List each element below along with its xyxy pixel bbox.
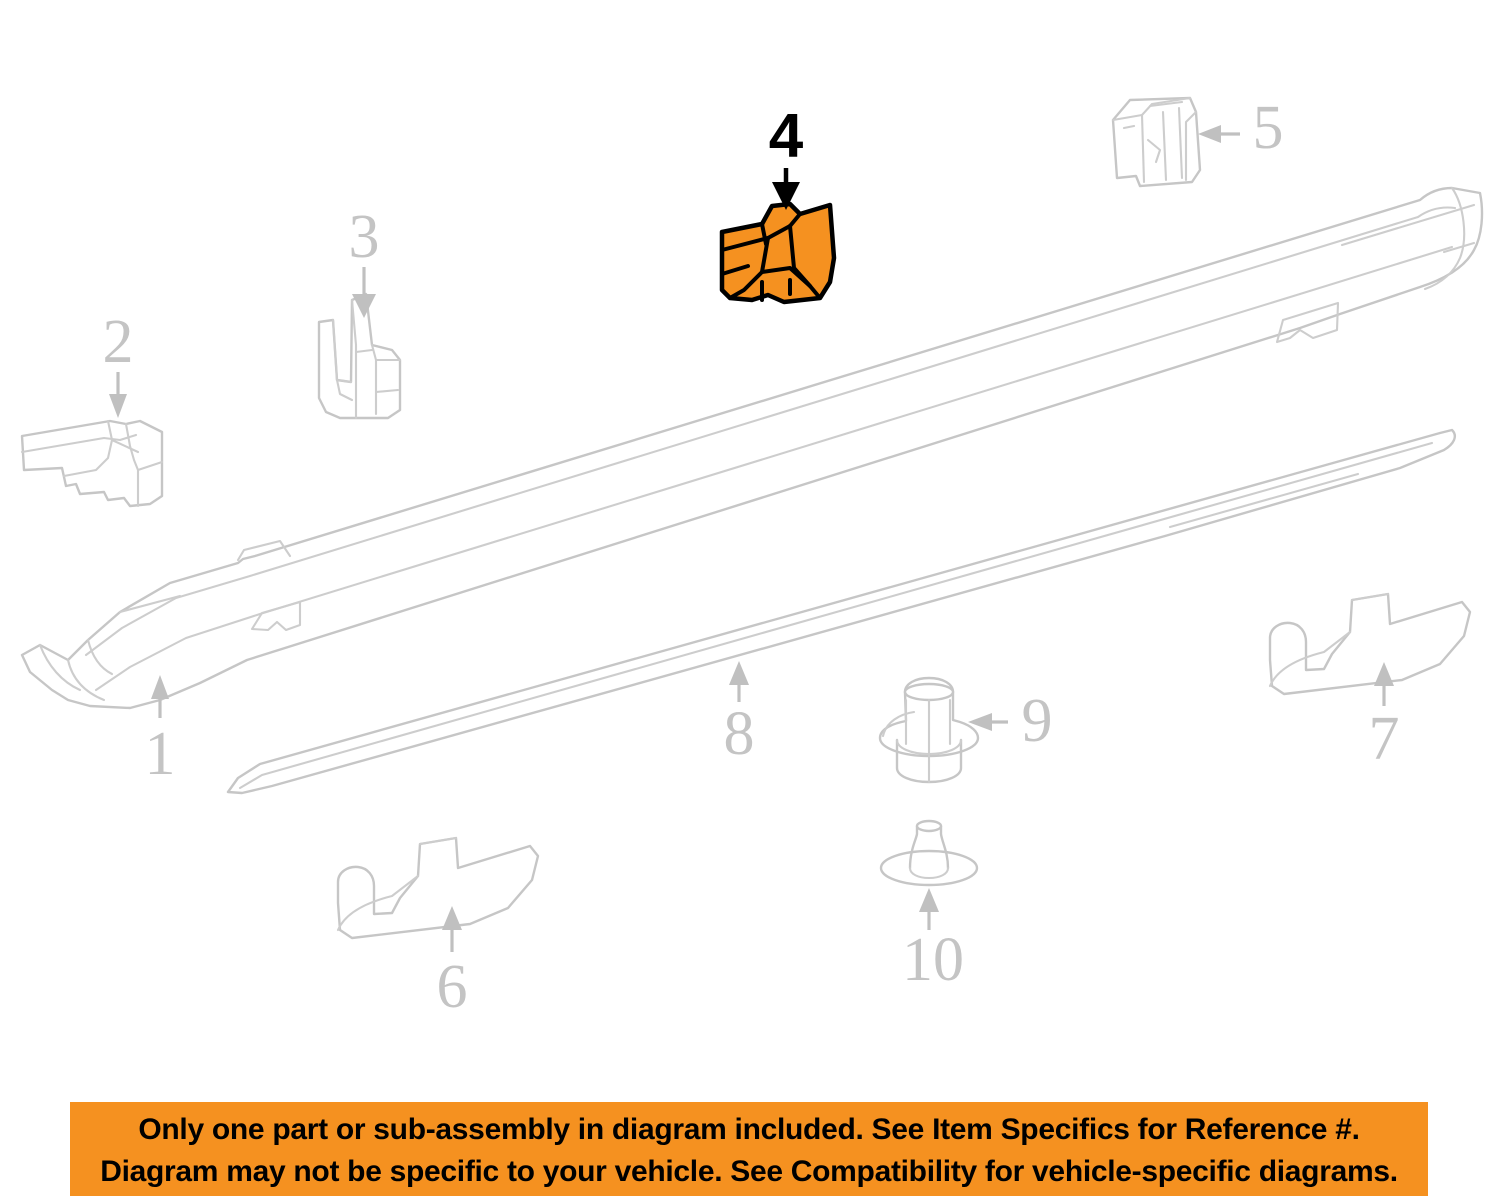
part-push-pin-rivet [879, 819, 979, 887]
part-u-shaped-retainer-clip [317, 292, 402, 420]
callout-arrow-3 [352, 267, 376, 318]
part-molding-end-cap-bracket-highlighted [719, 201, 837, 305]
callout-arrow-4 [772, 168, 800, 210]
callout-number-7: 7 [1369, 705, 1400, 773]
part-molding-clip-lower-right [1268, 592, 1472, 696]
part-rear-retainer-bracket [1111, 96, 1202, 188]
callout-arrow-6 [442, 906, 462, 952]
callout-arrow-5 [1198, 125, 1240, 143]
callout-arrow-10 [919, 888, 939, 930]
callout-number-6: 6 [437, 953, 468, 1021]
callout-arrow-7 [1374, 662, 1394, 706]
part-front-end-bracket [20, 419, 164, 508]
notice-line-1: Only one part or sub-assembly in diagram… [138, 1113, 1360, 1146]
callout-arrow-1 [151, 675, 169, 718]
callout-number-4: 4 [769, 101, 804, 170]
callout-number-1: 1 [145, 720, 176, 788]
callout-number-5: 5 [1253, 94, 1284, 162]
callout-number-8: 8 [724, 700, 755, 768]
part-grommet-nut [878, 676, 980, 784]
notice-banner: Only one part or sub-assembly in diagram… [70, 1102, 1428, 1196]
callout-number-2: 2 [103, 308, 134, 376]
notice-line-2: Diagram may not be specific to your vehi… [100, 1155, 1398, 1188]
callout-arrow-8 [729, 661, 749, 702]
callout-arrow-2 [109, 372, 127, 418]
callout-number-3: 3 [349, 203, 380, 271]
part-lower-trim-strip [226, 428, 1456, 795]
callout-arrow-9 [968, 713, 1008, 731]
callout-number-9: 9 [1022, 687, 1053, 755]
part-molding-clip-lower-left [336, 836, 540, 940]
callout-number-10: 10 [902, 926, 964, 994]
